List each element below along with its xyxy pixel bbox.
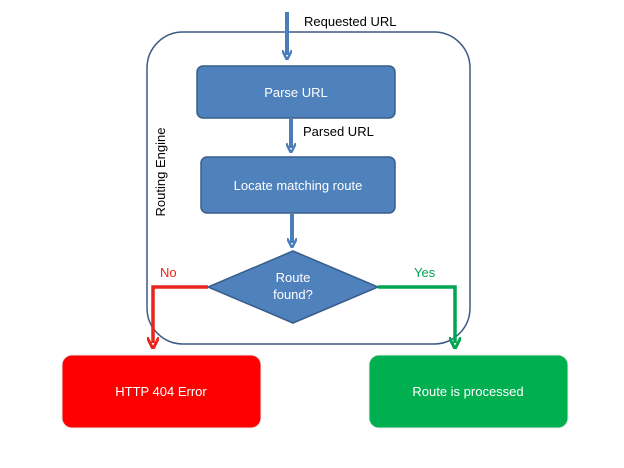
parse-url-text: Parse URL xyxy=(264,85,328,100)
decision-text-line1: Route xyxy=(276,270,311,285)
http-404-error-node xyxy=(61,354,262,429)
route-processed-text: Route is processed xyxy=(412,384,523,399)
yes-label: Yes xyxy=(414,265,436,280)
locate-route-text: Locate matching route xyxy=(234,178,363,193)
parse-url-node xyxy=(196,65,396,119)
routing-engine-label: Routing Engine xyxy=(153,128,168,217)
requested-url-label: Requested URL xyxy=(304,14,397,29)
parsed-url-label: Parsed URL xyxy=(303,124,374,139)
no-branch-arrow xyxy=(153,285,208,343)
yes-branch-arrow xyxy=(378,285,455,343)
route-found-decision xyxy=(206,250,380,324)
http-404-error-text: HTTP 404 Error xyxy=(115,384,207,399)
route-processed-node xyxy=(368,354,569,429)
locate-route-node xyxy=(200,156,396,214)
decision-text-line2: found? xyxy=(273,287,313,302)
no-label: No xyxy=(160,265,177,280)
routing-engine-container xyxy=(146,31,471,345)
